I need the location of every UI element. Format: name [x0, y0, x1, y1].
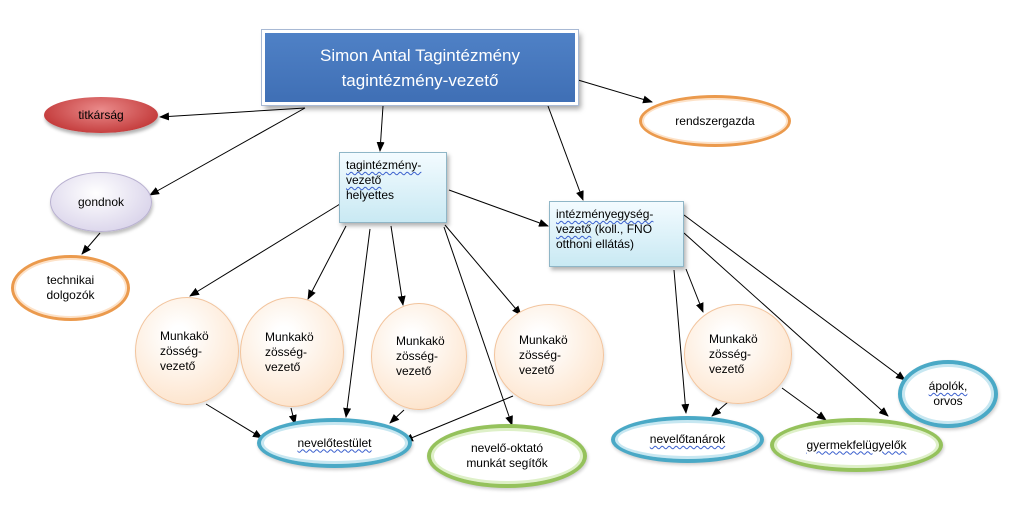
arrow-root-gondnok	[149, 107, 306, 196]
dorm-teachers-node: nevelőtanárok	[611, 416, 764, 463]
unit-head-node: intézményegység- vezető (koll., FNO otth…	[549, 201, 684, 267]
arrow-gondnok-technikai	[81, 232, 101, 255]
community-lead-node-5: Munkakö zösség- vezető	[684, 304, 792, 404]
community-lead-line1: Munkakö	[519, 332, 568, 347]
teaching-assistants-node: nevelő-oktató munkát segítők	[427, 424, 587, 488]
secretariat-node: titkárság	[44, 97, 158, 133]
community-lead-node-2: Munkakö zösség- vezető	[240, 297, 344, 407]
arrow-unitlead-c5	[685, 268, 704, 313]
sysadmin-node: rendszergazda	[639, 95, 791, 147]
arrow-c5-gyermek	[781, 387, 827, 421]
community-lead-node-1: Munkakö zösség- vezető	[135, 297, 239, 405]
community-lead-line2: zösség-	[265, 344, 308, 359]
community-lead-line1: Munkakö	[396, 334, 445, 348]
unit-head-line2b: (koll., FNO	[591, 222, 653, 236]
sysadmin-label: rendszergazda	[675, 113, 755, 128]
arrow-deputy-c2	[307, 225, 347, 300]
arrow-deputy-c1	[189, 203, 341, 297]
arrow-root-rendszergazda	[577, 79, 653, 104]
community-lead-line1: Munkakö	[709, 331, 758, 346]
deputy-line2: vezető	[346, 173, 382, 187]
dorm-teachers-label: nevelőtanárok	[649, 432, 726, 446]
community-lead-line3: vezető	[396, 364, 432, 378]
arrow-root-deputy	[376, 105, 385, 152]
arrow-unitlead-apolok	[683, 214, 906, 381]
arrow-c3-nevelotestulet	[389, 409, 405, 424]
community-lead-line3: vezető	[265, 359, 301, 374]
community-lead-line2: zösség-	[709, 346, 752, 361]
nurses-line1: ápolók,	[928, 379, 968, 393]
community-lead-line2: zösség-	[396, 349, 439, 363]
arrow-c1-nevelotestulet	[205, 403, 263, 439]
caretaker-label: gondnok	[77, 194, 125, 209]
arrow-deputy-c4	[444, 224, 522, 316]
arrow-deputy-nevelooktato	[443, 226, 513, 426]
arrow-deputy-c3	[390, 225, 406, 306]
arrow-unitlead-gyermek	[683, 232, 889, 417]
deputy-line3: helyettes	[346, 188, 395, 202]
arrow-root-unitlead	[547, 105, 584, 201]
technical-staff-line1: technikai	[46, 273, 95, 287]
unit-head-line3: otthoni ellátás)	[556, 237, 635, 251]
head-of-institution-node: Simon Antal Tagintézmény tagintézmény-ve…	[261, 29, 579, 106]
community-lead-line3: vezető	[709, 361, 745, 376]
arrow-deputy-nevelotestulet	[343, 228, 371, 418]
teaching-staff-label: nevelőtestület	[297, 435, 372, 450]
technical-staff-line2: dolgozók	[46, 288, 95, 302]
arrow-root-titkarsag	[159, 107, 306, 121]
unit-head-line1: intézményegység-	[556, 207, 654, 221]
arrow-deputy-unitlead	[448, 189, 549, 227]
teaching-assistants-line1: nevelő-oktató	[470, 441, 544, 455]
secretariat-label: titkárság	[78, 107, 124, 122]
caretaker-node: gondnok	[50, 172, 152, 232]
root-title-line2: tagintézmény-vezető	[341, 70, 499, 90]
deputy-line1: tagintézmény-	[346, 158, 422, 172]
arrow-unitlead-nevelotanarok	[673, 269, 690, 414]
child-supervisors-node: gyermekfelügyelők	[770, 418, 943, 472]
community-lead-node-4: Munkakö zösség- vezető	[494, 304, 604, 406]
nurses-doctor-node: ápolók, orvos	[898, 360, 998, 428]
root-title-line1: Simon Antal Tagintézmény	[319, 45, 521, 65]
community-lead-node-3: Munkakö zösség- vezető	[371, 303, 467, 410]
community-lead-line1: Munkakö	[265, 329, 314, 344]
unit-head-line2a: vezető	[556, 222, 592, 236]
nurses-line2: orvos	[933, 394, 963, 408]
community-lead-line3: vezető	[160, 358, 196, 373]
deputy-head-node: tagintézmény- vezető helyettes	[339, 152, 447, 223]
arrow-c5-nevelotanarok	[711, 401, 729, 417]
community-lead-line2: zösség-	[160, 343, 203, 358]
teaching-staff-node: nevelőtestület	[257, 418, 412, 468]
community-lead-line3: vezető	[519, 362, 555, 377]
technical-staff-node: technikai dolgozók	[11, 255, 130, 321]
arrow-c4-nevelotestulet	[403, 395, 514, 442]
community-lead-line1: Munkakö	[160, 328, 209, 343]
community-lead-line2: zösség-	[519, 347, 562, 362]
teaching-assistants-line2: munkát segítők	[466, 456, 548, 470]
child-supervisors-label: gyermekfelügyelők	[806, 437, 907, 452]
